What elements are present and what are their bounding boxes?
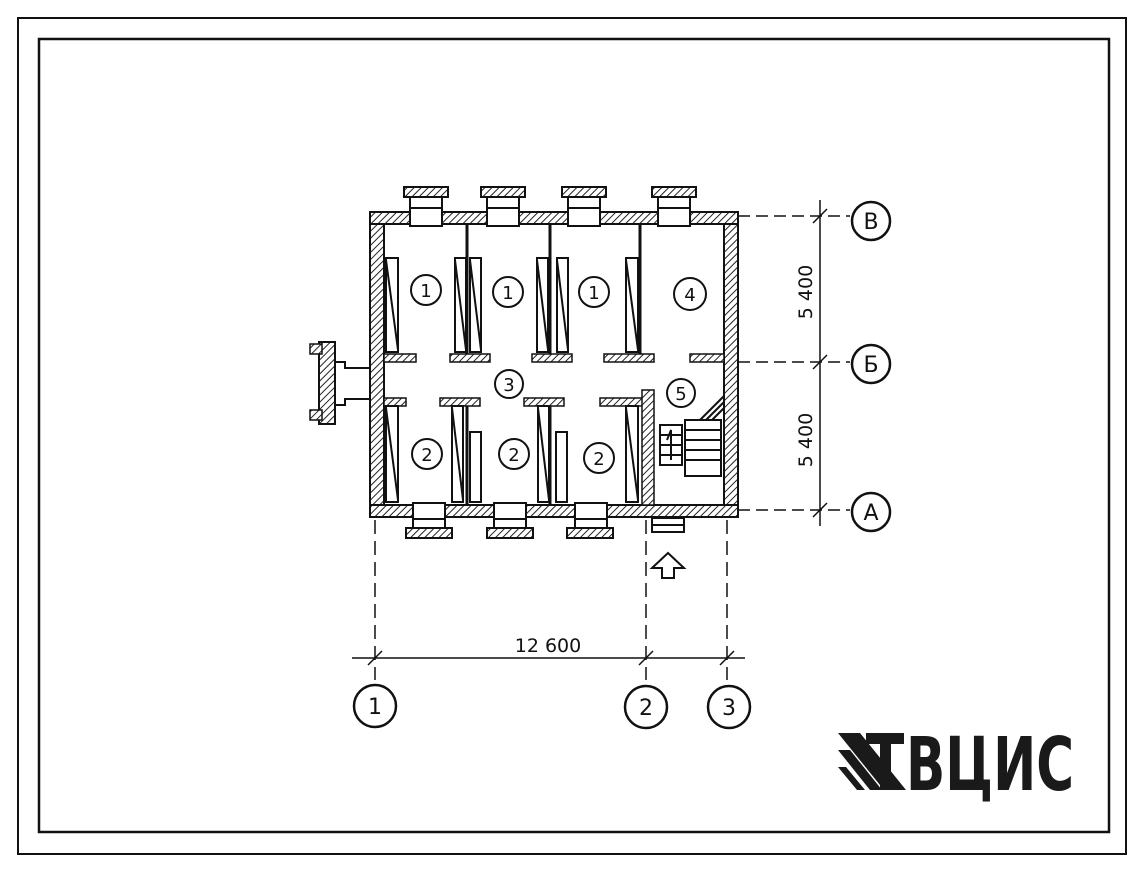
south-window-sills	[405, 527, 614, 539]
outer-frame	[17, 17, 1127, 855]
room-label: 2	[593, 449, 604, 470]
axis-label-horizontal: А	[863, 501, 878, 526]
exterior-wall-west	[369, 211, 385, 517]
exterior-wall-north	[369, 211, 739, 225]
entrance	[651, 517, 685, 533]
room-label: 1	[588, 283, 599, 304]
exterior-wall-south	[369, 504, 739, 518]
overall-width-dimension: 12 600	[515, 635, 581, 657]
room-label: 3	[503, 375, 514, 396]
building-plan	[309, 186, 739, 579]
west-annex	[309, 341, 370, 425]
staircase	[659, 395, 725, 477]
axis-label-horizontal: Б	[863, 353, 878, 378]
inner-frame	[37, 37, 1111, 834]
room-label: 2	[508, 445, 519, 466]
dimension-lines	[352, 200, 850, 680]
north-window-sills	[403, 186, 697, 198]
entrance-arrow-icon	[649, 551, 687, 579]
axis-label-horizontal: В	[863, 210, 878, 235]
closets-bottom	[385, 405, 639, 503]
room-label: 1	[420, 281, 431, 302]
axis-markers	[352, 200, 892, 730]
corridor-wall-stubs	[383, 353, 725, 506]
bay-bottom-dimension: 5 400	[795, 413, 817, 467]
axis-label-vertical: 3	[722, 696, 736, 721]
north-windows	[409, 207, 691, 227]
south-windows	[412, 502, 608, 520]
bay-top-dimension: 5 400	[795, 265, 817, 319]
logo-text: ВЦИС	[906, 722, 1074, 808]
room-labels	[410, 274, 707, 474]
axis-label-vertical: 1	[368, 695, 382, 720]
room-label: 5	[675, 384, 686, 405]
room-label: 1	[502, 283, 513, 304]
exterior-wall-east	[723, 211, 739, 517]
logo-monogram-icon	[838, 733, 906, 790]
closets-top	[385, 257, 639, 353]
south-window-jambs	[412, 517, 608, 528]
north-window-jambs	[409, 197, 691, 212]
room-label: 4	[684, 285, 695, 306]
room-label: 2	[421, 445, 432, 466]
axis-label-vertical: 2	[639, 696, 653, 721]
room-numbers: 1 1 1 4 3 5 2 2 2	[420, 281, 695, 470]
logo: ВЦИС	[838, 722, 1074, 808]
axis-marker-labels: В Б А 1 2 3	[368, 210, 879, 721]
